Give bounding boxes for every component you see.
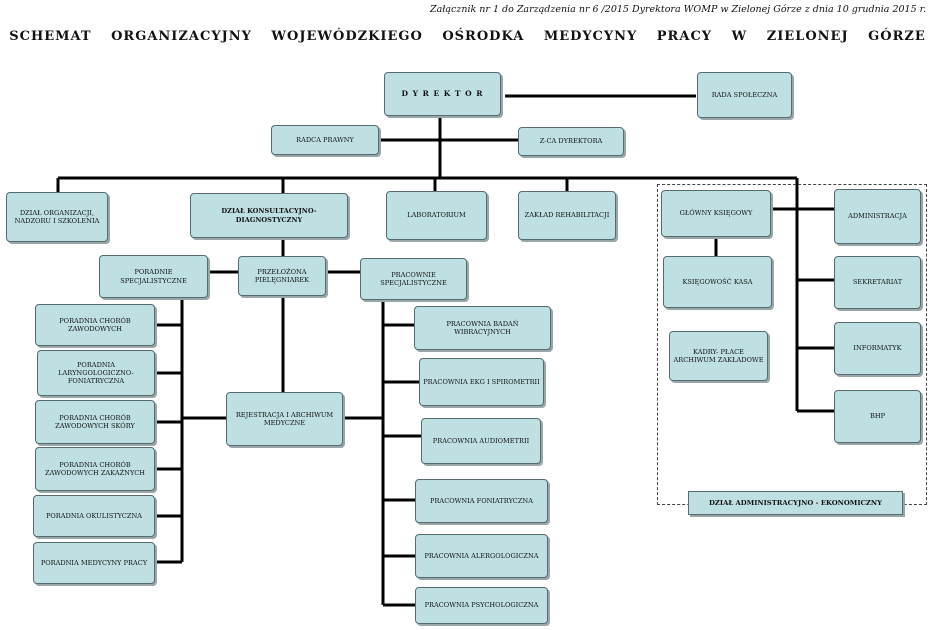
director-box: D Y R E K T O R <box>384 72 501 116</box>
administration-box: ADMINISTRACJA <box>834 189 921 244</box>
clinic-item: PORADNIA OKULISTYCZNA <box>33 495 155 537</box>
bhp-box: BHP <box>834 390 921 443</box>
annex-note: Załącznik nr 1 do Zarządzenia nr 6 /2015… <box>430 4 927 15</box>
clinic-item: PORADNIA MEDYCYNY PRACY <box>33 542 155 584</box>
dept-organization-box: DZIAŁ ORGANIZACJI, NADZORU I SZKOLENIA <box>6 192 108 242</box>
lab-item: PRACOWNIA BADAŃ WIBRACYJNYCH <box>414 306 551 350</box>
deputy-director-box: Z-CA DYREKTORA <box>518 127 624 156</box>
secretariat-box: SEKRETARIAT <box>834 256 921 309</box>
social-council-box: RADA SPOŁECZNA <box>697 72 792 118</box>
lab-item: PRACOWNIA EKG I SPIROMETRII <box>419 358 544 406</box>
specialist-labs-box: PRACOWNIE SPECJALISTYCZNE <box>360 258 467 300</box>
lab-item: PRACOWNIA AUDIOMETRII <box>421 418 541 464</box>
lab-item: PRACOWNIA FONIATRYCZNA <box>415 479 548 523</box>
specialist-clinics-box: PORADNIE SPECJALISTYCZNE <box>99 255 208 298</box>
head-nurse-box: PRZEŁOŻONA PIELĘGNIAREK <box>238 256 326 296</box>
chief-accountant-box: GŁÓWNY KSIĘGOWY <box>661 190 771 237</box>
lab-item: PRACOWNIA PSYCHOLOGICZNA <box>415 587 548 624</box>
registration-archive-box: REJESTRACJA I ARCHIWUM MEDYCZNE <box>226 392 343 446</box>
dept-consult-diagnostic-box: DZIAŁ KONSULTACYJNO-DIAGNOSTYCZNY <box>190 193 348 238</box>
clinic-item: PORADNIA LARYNGOLOGICZNO-FONIATRYCZNA <box>37 350 155 396</box>
accounting-box: KSIĘGOWOŚĆ KASA <box>663 256 772 308</box>
admin-economic-dept-label: DZIAŁ ADMINISTRACYJNO - EKONOMICZNY <box>688 491 903 515</box>
hr-payroll-box: KADRY- PŁACE ARCHIWUM ZAKŁADOWE <box>669 331 768 381</box>
legal-advisor-box: RADCA PRAWNY <box>271 125 379 155</box>
lab-item: PRACOWNIA ALERGOLOGICZNA <box>415 534 548 578</box>
chart-title: SCHEMAT ORGANIZACYJNY WOJEWÓDZKIEGO OŚRO… <box>9 29 926 44</box>
clinic-item: PORADNIA CHORÓB ZAWODOWYCH ZAKAŹNYCH <box>35 447 155 491</box>
rehabilitation-box: ZAKŁAD REHABILITACJI <box>518 191 616 240</box>
clinic-item: PORADNIA CHORÓB ZAWODOWYCH SKÓRY <box>35 400 155 444</box>
it-box: INFORMATYK <box>834 322 921 375</box>
laboratory-box: LABORATORIUM <box>386 191 487 240</box>
clinic-item: PORADNIA CHORÓB ZAWODOWYCH <box>35 304 155 346</box>
